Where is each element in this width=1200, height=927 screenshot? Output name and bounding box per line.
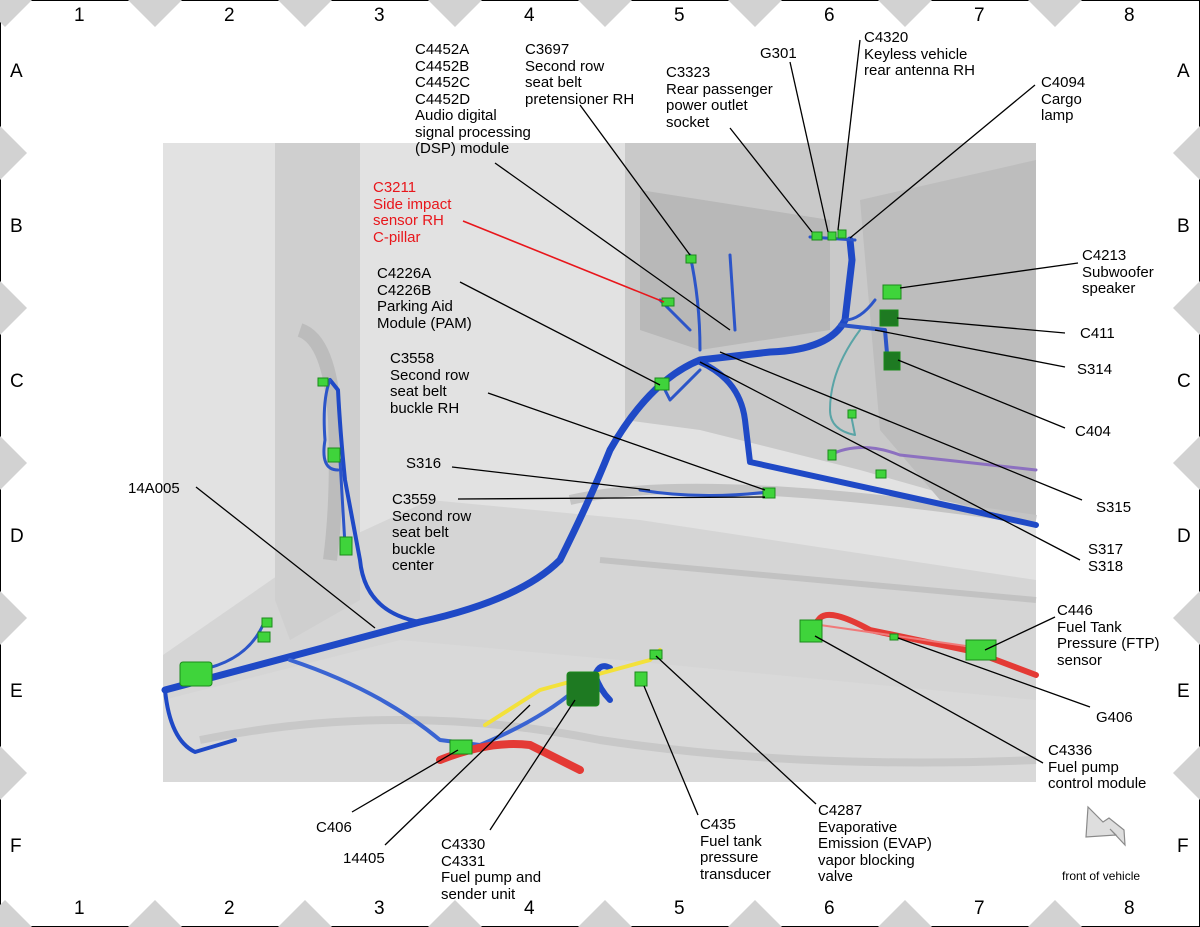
label-c4336-fuel-pump-module: C4336 Fuel pump control module (1048, 742, 1147, 792)
label-c411: C411 (1080, 325, 1115, 342)
grid-column-label-top: 7 (974, 5, 985, 26)
grid-row-label-right: E (1177, 681, 1190, 702)
connector-c4213 (882, 284, 902, 300)
label-c3559-buckle-center: C3559 Second row seat belt buckle center (392, 491, 472, 574)
connector-g301 (827, 231, 837, 241)
label-c404: C404 (1075, 423, 1111, 440)
grid-row-label-left: E (10, 681, 23, 702)
connector-c435 (634, 671, 648, 687)
label-c446-ftp-sensor: C446 Fuel Tank Pressure (FTP) sensor (1057, 602, 1160, 669)
label-c406: C406 (316, 819, 352, 836)
label-s314: S314 (1077, 361, 1113, 378)
grid-row-label-left: A (10, 61, 23, 82)
connector-g406 (889, 633, 899, 641)
label-s317-s318: S317 S318 (1088, 541, 1124, 575)
label-c4320-antenna: C4320 Keyless vehicle rear antenna RH (864, 29, 975, 79)
grid-row-label-right: A (1177, 61, 1190, 82)
connector-c4320 (837, 229, 847, 239)
front-of-vehicle-label: front of vehicle (1062, 869, 1141, 883)
grid-column-label-top: 4 (524, 5, 535, 26)
grid-column-label-bottom: 8 (1124, 898, 1135, 919)
grid-row-label-left: B (10, 216, 23, 237)
label-c4452-dsp-module: C4452A C4452B C4452C C4452D Audio digita… (415, 41, 531, 157)
grid-column-label-top: 8 (1124, 5, 1135, 26)
grid-column-label-bottom: 3 (374, 898, 385, 919)
label-c4330-fuel-pump-sender: C4330 C4331 Fuel pump and sender unit (441, 836, 542, 903)
front-direction-arrow-icon (1085, 805, 1126, 847)
connector-c411 (879, 309, 899, 327)
grid-column-label-bottom: 1 (74, 898, 85, 919)
leader-lines (195, 39, 1091, 846)
label-g301: G301 (760, 45, 797, 62)
connector-c4330 (566, 671, 600, 707)
grid-row-label-right: C (1177, 371, 1191, 392)
label-14a005: 14A005 (128, 480, 180, 497)
connector-c3697 (685, 254, 697, 264)
label-c3558-buckle-rh: C3558 Second row seat belt buckle RH (390, 350, 470, 417)
label-c4213-subwoofer: C4213 Subwoofer speaker (1082, 247, 1154, 297)
connector-c3559 (762, 487, 776, 499)
grid-row-label-right: F (1177, 836, 1189, 857)
label-c3697-pretensioner: C3697 Second row seat belt pretensioner … (525, 41, 635, 108)
grid-column-label-top: 5 (674, 5, 685, 26)
connector-c3323 (811, 231, 823, 241)
label-c4226-pam: C4226A C4226B Parking Aid Module (PAM) (377, 265, 472, 332)
label-s315: S315 (1096, 499, 1132, 516)
label-14405: 14405 (343, 850, 385, 867)
grid-column-label-top: 3 (374, 5, 385, 26)
grid-row-label-right: D (1177, 526, 1191, 547)
grid-column-label-top: 6 (824, 5, 835, 26)
connector-14a005-end (179, 661, 213, 687)
grid-row-label-left: F (10, 836, 22, 857)
grid-row-label-right: B (1177, 216, 1190, 237)
grid-column-label-top: 2 (224, 5, 235, 26)
connector-c406 (449, 739, 473, 755)
grid-column-label-bottom: 4 (524, 898, 535, 919)
connector-c4287 (649, 649, 663, 660)
wire-harness (161, 235, 1039, 774)
label-c4094-cargo-lamp: C4094 Cargo lamp (1041, 74, 1086, 124)
grid-column-label-bottom: 2 (224, 898, 235, 919)
label-c4287-evap-valve: C4287 Evaporative Emission (EVAP) vapor … (818, 802, 932, 885)
grid-column-label-bottom: 6 (824, 898, 835, 919)
grid-row-label-left: D (10, 526, 24, 547)
grid-column-label-bottom: 5 (674, 898, 685, 919)
label-s316: S316 (406, 455, 442, 472)
label-c3323-power-outlet: C3323 Rear passenger power outlet socket (666, 64, 773, 131)
grid-row-label-left: C (10, 371, 24, 392)
connectors (179, 229, 997, 755)
grid-column-label-bottom: 7 (974, 898, 985, 919)
label-g406: G406 (1096, 709, 1133, 726)
connector-c4226 (654, 377, 670, 391)
connector-c404 (883, 351, 901, 371)
c3211-leader-line (462, 220, 665, 303)
grid-column-label-top: 1 (74, 5, 85, 26)
label-c435-pressure-transducer: C435 Fuel tank pressure transducer (700, 816, 771, 883)
label-c3211-side-impact-sensor: C3211 Side impact sensor RH C-pillar (373, 179, 452, 246)
connector-c446 (965, 639, 997, 661)
